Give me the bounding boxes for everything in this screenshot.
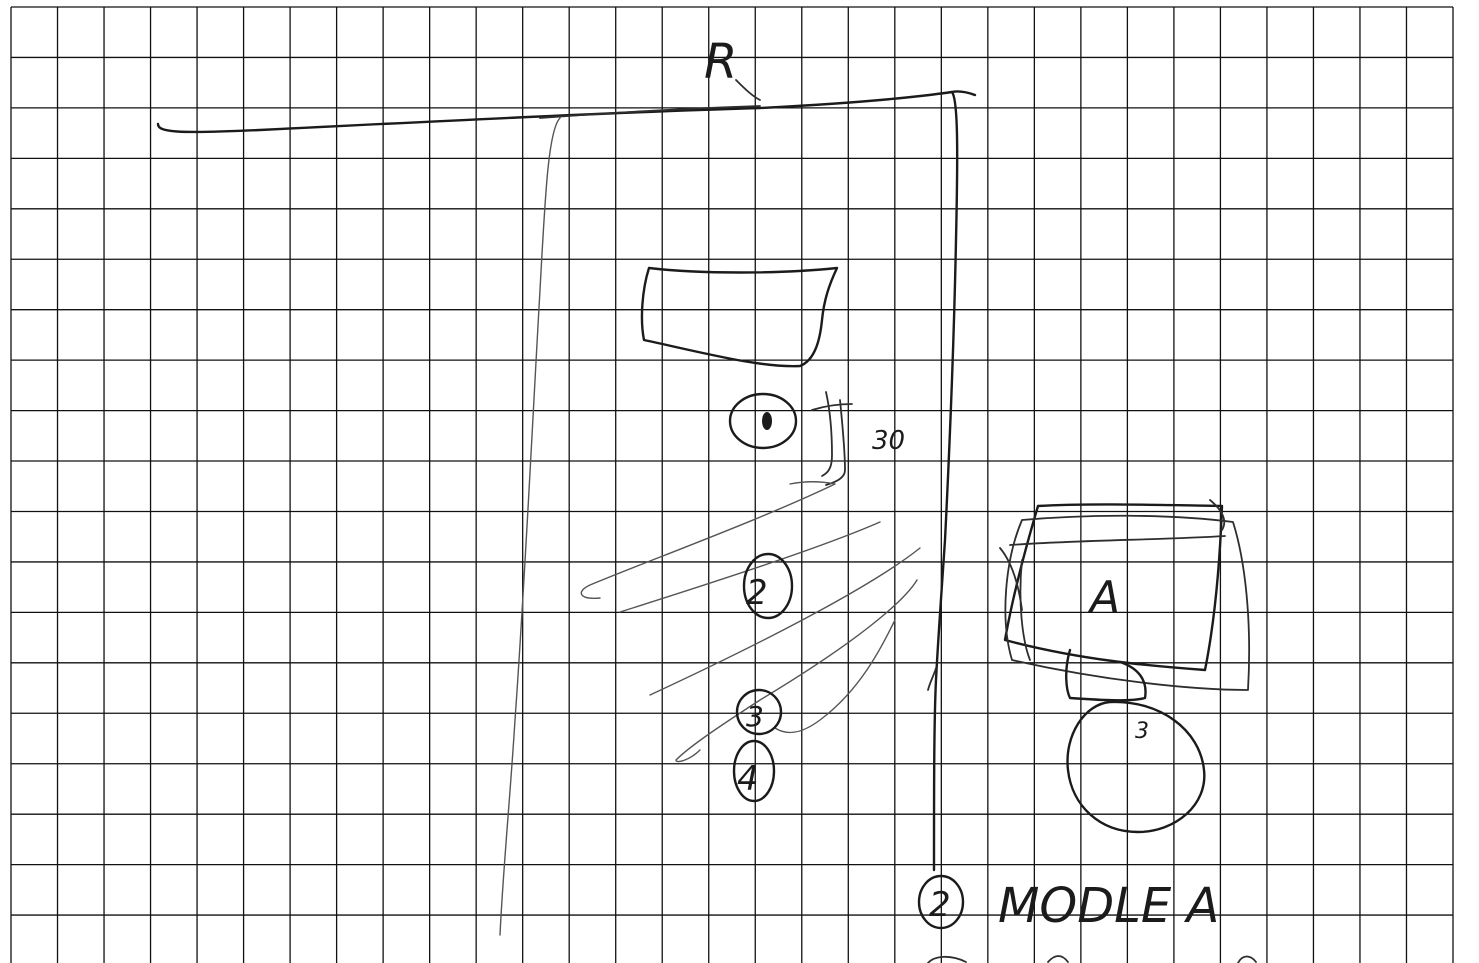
footer-text: MODLE A xyxy=(998,878,1219,934)
circle-4-label: 4 xyxy=(737,759,759,799)
large-circle-mark: 3 xyxy=(1135,719,1149,744)
circle-2-label: 2 xyxy=(746,573,768,613)
circle-3-label: 3 xyxy=(746,700,764,733)
footer-number: 2 xyxy=(929,885,951,925)
circle-1-note: 30 xyxy=(872,426,905,456)
box-a-label: A xyxy=(1087,572,1120,623)
top-letter-r: R xyxy=(704,34,737,90)
circle-1-dot xyxy=(762,412,772,430)
